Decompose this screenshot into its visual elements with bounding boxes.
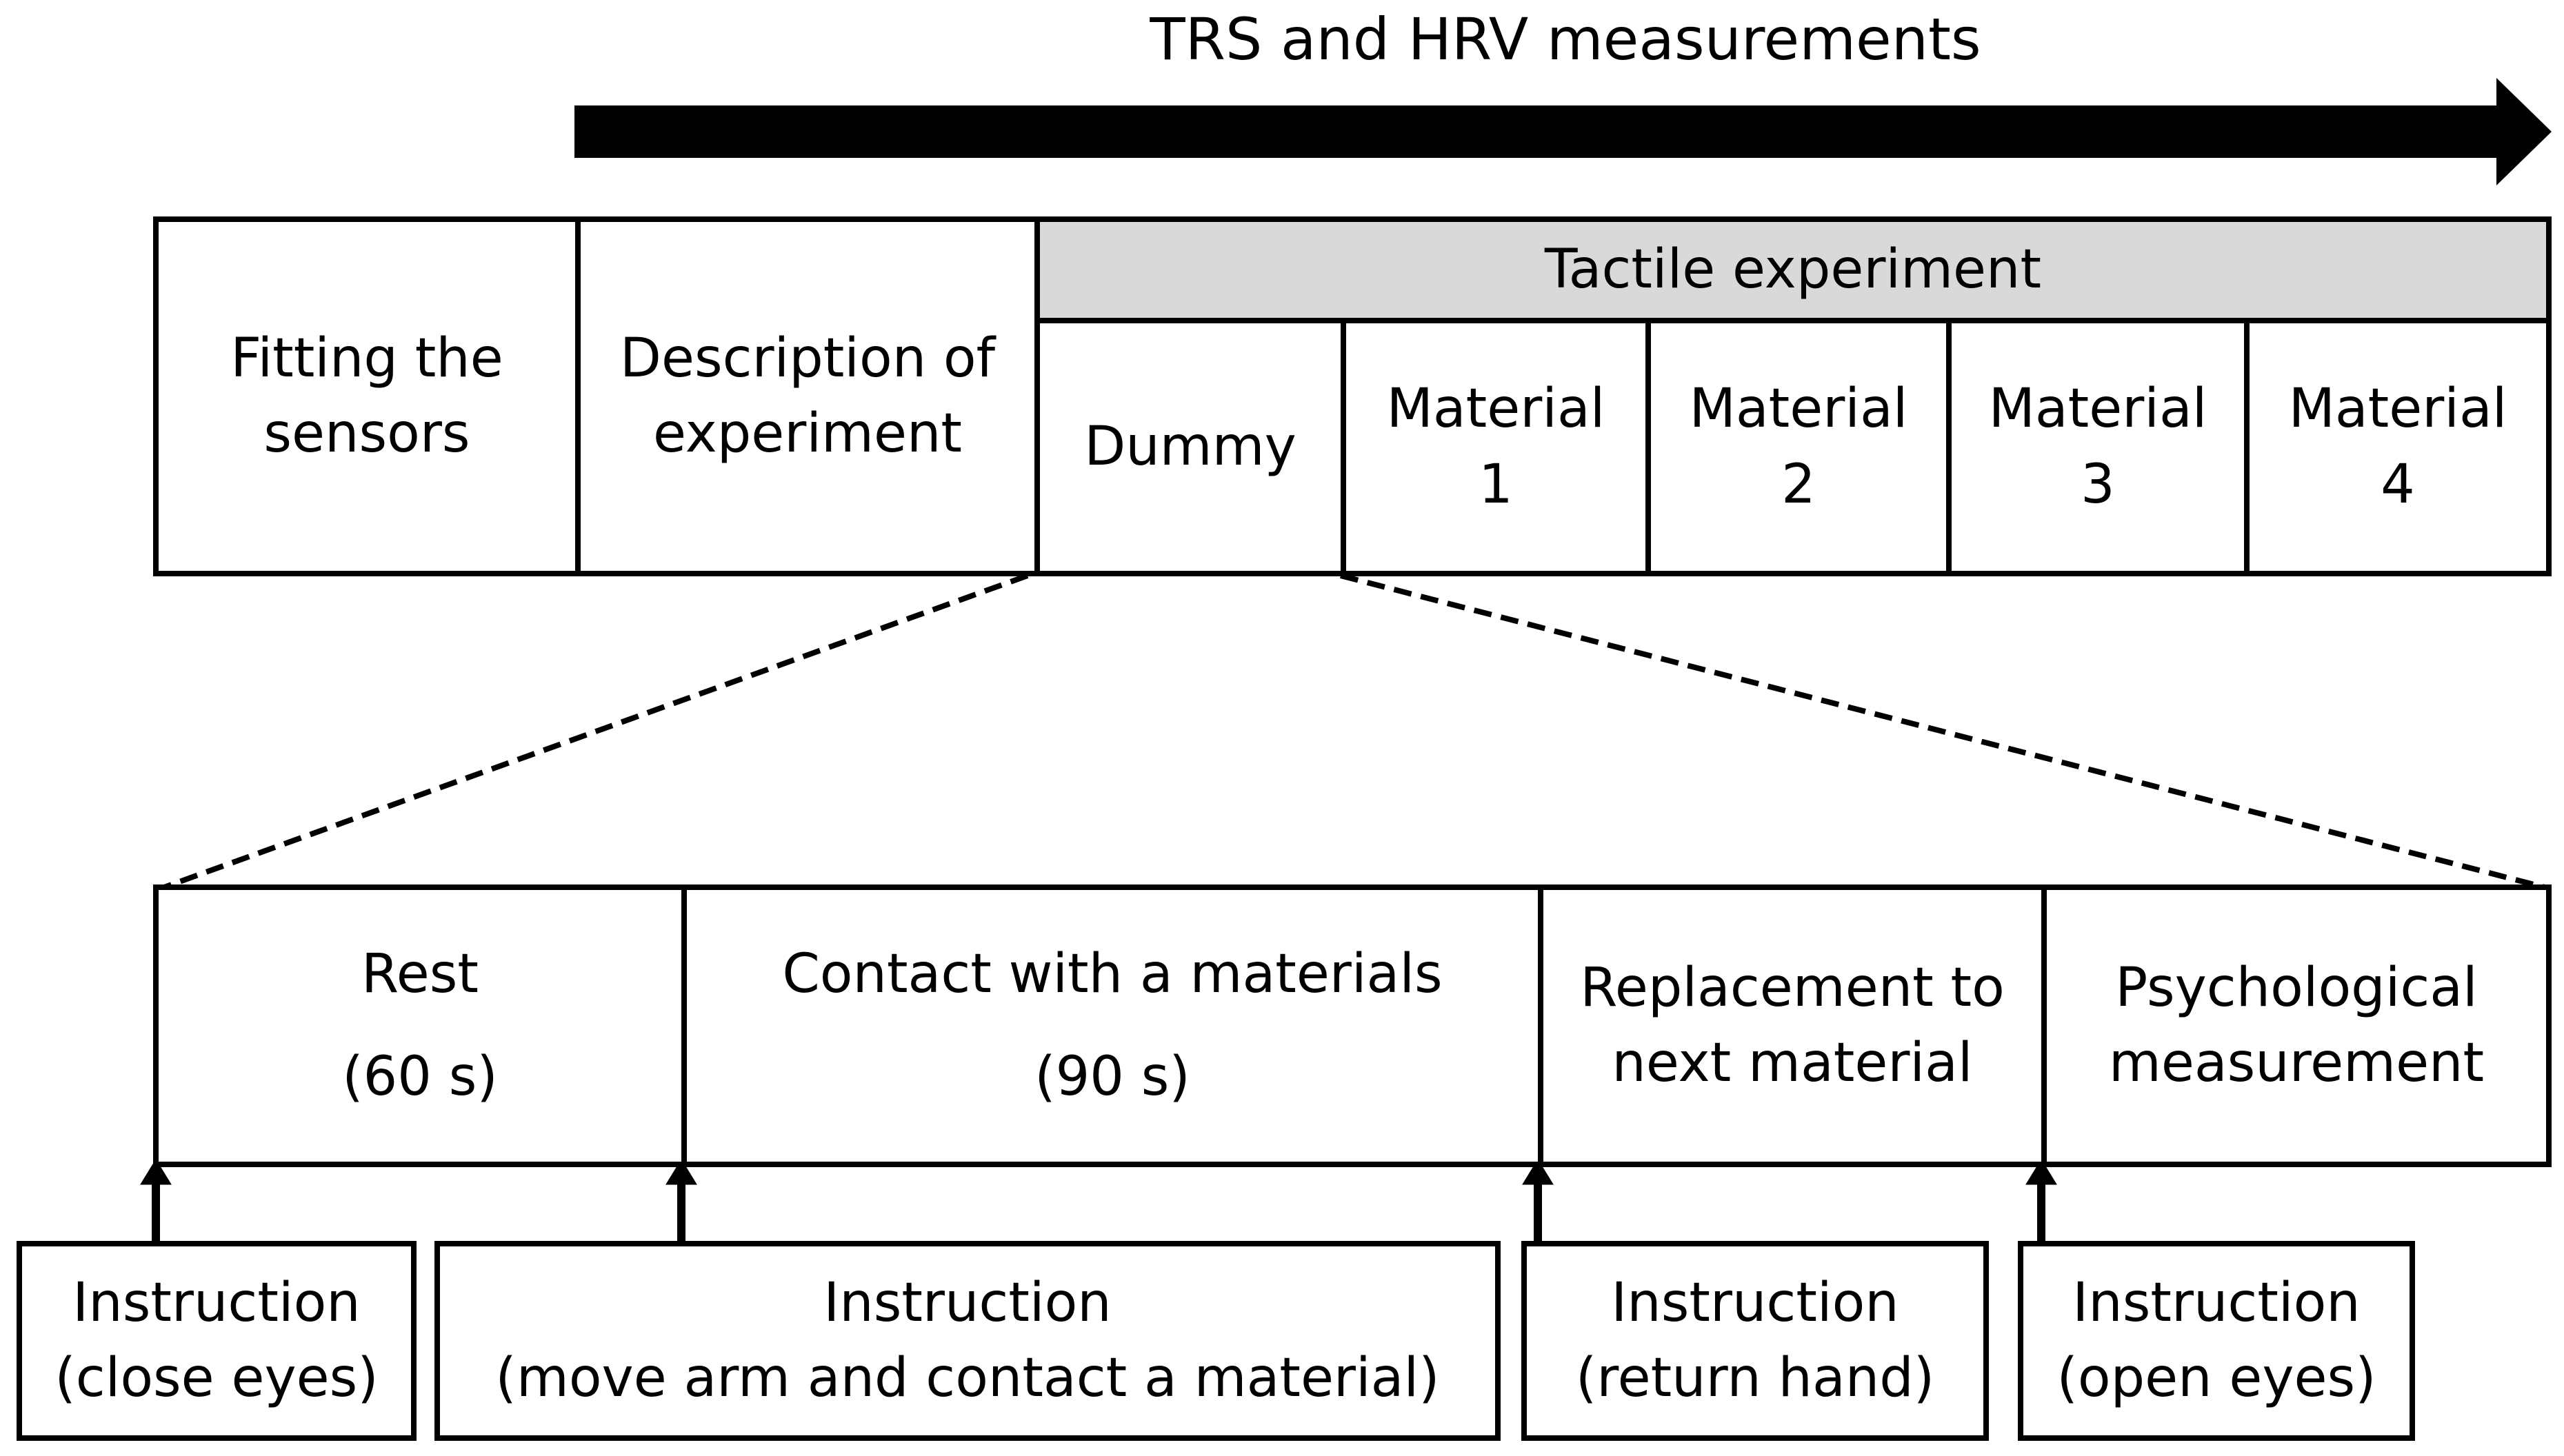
phase-material-3: Material 3 (1946, 318, 2250, 576)
instruction-4-title: Instruction (2072, 1271, 2361, 1334)
step-psychological: Psychological measurement (2041, 884, 2552, 1167)
instruction-close-eyes: Instruction (close eyes) (17, 1241, 417, 1441)
instruction-2-title: Instruction (823, 1271, 1112, 1334)
step-replacement-line-1: Replacement to (1580, 956, 2005, 1019)
zoom-line-right (1339, 573, 2546, 890)
measurement-arrow-head (2496, 78, 2552, 185)
material-2-line-1: Material (1689, 378, 1908, 441)
phase-fitting-sensors: Fitting the sensors (153, 216, 581, 576)
material-4-line-2: 4 (2381, 453, 2415, 516)
instruction-arrow-head-4 (2025, 1159, 2057, 1185)
instruction-4-detail: (open eyes) (2056, 1347, 2376, 1409)
tactile-experiment-label: Tactile experiment (1544, 238, 2042, 301)
instruction-3-detail: (return hand) (1575, 1347, 1935, 1409)
instruction-return-hand: Instruction (return hand) (1521, 1241, 1989, 1441)
measurement-label: TRS and HRV measurements (1150, 6, 1981, 73)
material-2-line-2: 2 (1781, 453, 1816, 516)
instruction-open-eyes: Instruction (open eyes) (2018, 1241, 2415, 1441)
material-1-line-2: 1 (1479, 453, 1513, 516)
phase-description: Description of experiment (575, 216, 1040, 576)
material-4-line-1: Material (2288, 378, 2507, 441)
instruction-2-detail: (move arm and contact a material) (495, 1347, 1440, 1409)
instruction-3-title: Instruction (1611, 1271, 1899, 1334)
measurement-arrow-shaft (574, 105, 2503, 158)
step-replacement-line-2: next material (1612, 1032, 1973, 1094)
phase-material-4: Material 4 (2244, 318, 2552, 576)
step-contact-name: Contact with a materials (782, 942, 1443, 1005)
material-1-line-1: Material (1386, 378, 1605, 441)
tactile-experiment-header: Tactile experiment (1034, 216, 2552, 323)
step-rest-name: Rest (361, 942, 479, 1005)
instruction-arrow-head-2 (665, 1159, 697, 1185)
material-3-line-2: 3 (2081, 453, 2115, 516)
instruction-arrow-head-3 (1522, 1159, 1554, 1185)
phase-dummy: Dummy (1034, 318, 1346, 576)
step-contact: Contact with a materials (90 s) (681, 884, 1543, 1167)
phase-material-2: Material 2 (1645, 318, 1952, 576)
phase-fitting-line-2: sensors (263, 403, 470, 465)
instruction-move-arm: Instruction (move arm and contact a mate… (434, 1241, 1501, 1441)
step-psychological-line-2: measurement (2108, 1032, 2485, 1094)
instruction-1-title: Instruction (72, 1271, 361, 1334)
step-contact-duration: (90 s) (1034, 1046, 1190, 1108)
phase-material-1: Material 1 (1341, 318, 1651, 576)
phase-description-line-2: experiment (652, 403, 962, 465)
instruction-arrow-head-1 (140, 1159, 172, 1185)
step-rest: Rest (60 s) (153, 884, 687, 1167)
step-psychological-line-1: Psychological (2115, 956, 2478, 1019)
step-rest-duration: (60 s) (342, 1046, 498, 1108)
instruction-1-detail: (close eyes) (54, 1347, 379, 1409)
phase-fitting-line-1: Fitting the (230, 327, 503, 390)
zoom-line-left (163, 573, 1029, 890)
phase-description-line-1: Description of (619, 327, 996, 390)
material-3-line-1: Material (1988, 378, 2207, 441)
phase-dummy-label: Dummy (1084, 415, 1296, 478)
step-replacement: Replacement to next material (1538, 884, 2047, 1167)
